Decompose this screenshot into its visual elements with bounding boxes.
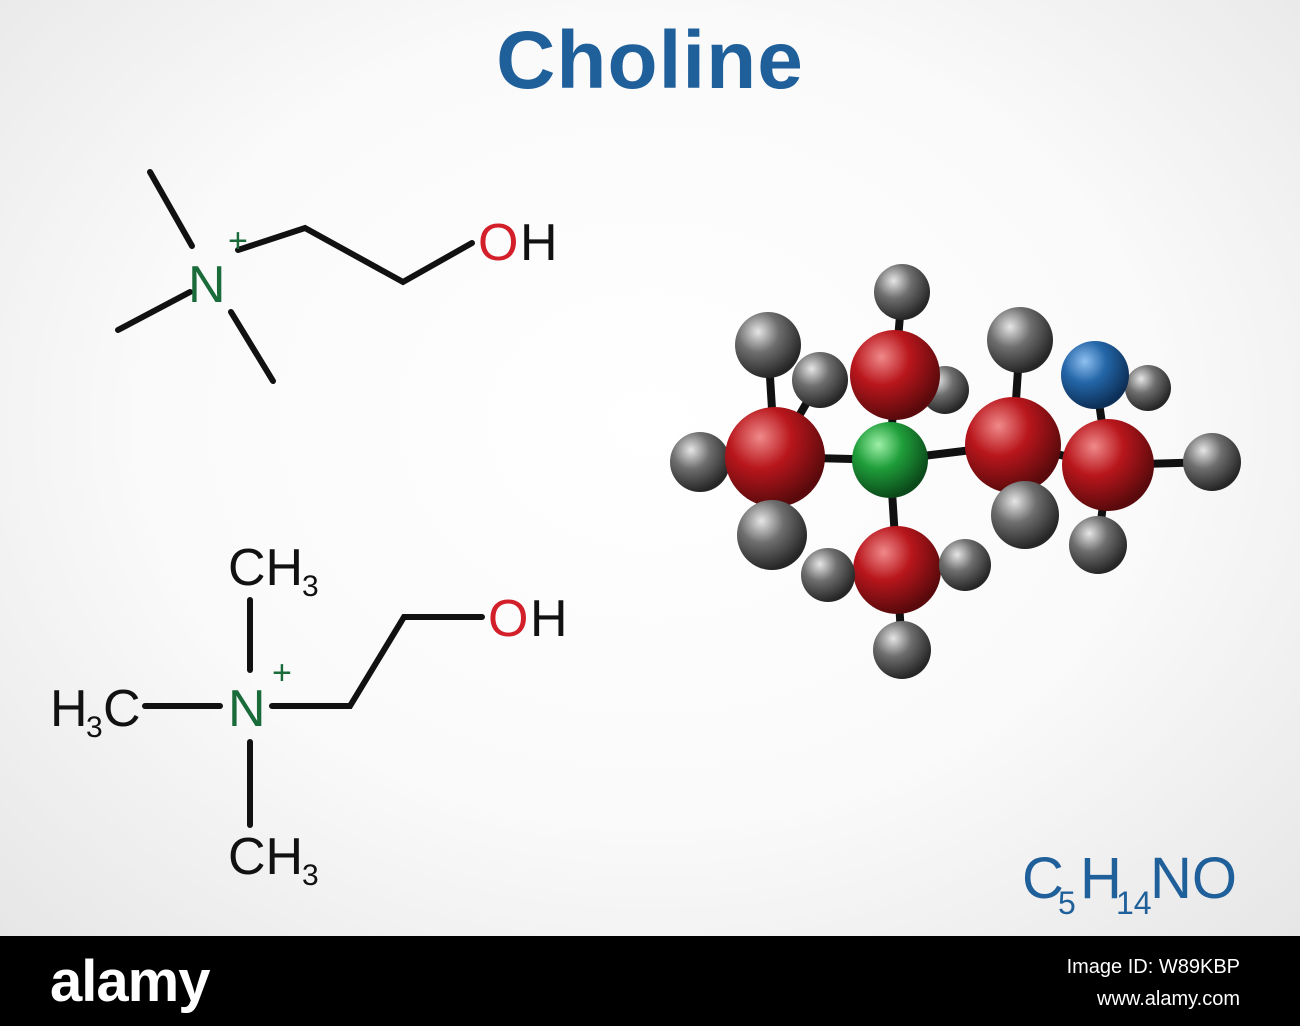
- hydrogen-atom: [1125, 365, 1171, 411]
- skeletal-nitrogen-label: N: [188, 256, 226, 314]
- oxygen-atom: [1061, 341, 1129, 409]
- methyl-bottom-subscript: 3: [302, 859, 319, 892]
- skeletal-formula: N + O H: [115, 169, 558, 384]
- hydrogen-atom: [670, 432, 730, 492]
- skeletal-oxygen-label: O: [478, 214, 518, 272]
- methyl-bottom-label: CH: [228, 828, 303, 886]
- structural-hydrogen-label: H: [530, 590, 568, 648]
- hydrogen-atom: [991, 481, 1059, 549]
- methyl-left-subscript: 3: [86, 711, 103, 744]
- alamy-logo: alamy: [50, 949, 210, 1014]
- hydrogen-atom: [873, 621, 931, 679]
- formula-nitrogen-oxygen: NO: [1150, 846, 1237, 911]
- formula-hydrogen-count: 14: [1116, 885, 1152, 921]
- carbon-atom: [1062, 419, 1154, 511]
- hydrogen-atom: [1183, 433, 1241, 491]
- methyl-left-c-label: C: [103, 680, 141, 738]
- hydrogen-atom: [735, 312, 801, 378]
- molecular-formula: C 5 H 14 NO: [1022, 846, 1237, 921]
- hydrogen-atom: [792, 352, 848, 408]
- bond-methyl-down: [228, 309, 276, 384]
- formula-carbon-count: 5: [1058, 885, 1076, 921]
- image-canvas: Choline: [0, 0, 1300, 936]
- nitrogen-atom: [852, 422, 928, 498]
- structural-charge-label: +: [272, 654, 292, 692]
- hydrogen-atom: [1069, 516, 1127, 574]
- methyl-left-h-label: H: [50, 680, 88, 738]
- formula-hydrogen: H: [1080, 846, 1122, 911]
- bond-methyl-left: [115, 289, 193, 333]
- carbon-atom: [725, 407, 825, 507]
- formula-carbon: C: [1022, 846, 1064, 911]
- page-title: Choline: [496, 15, 804, 106]
- bond-methyl-up: [147, 169, 195, 249]
- bond-ethyl-chain: [235, 224, 475, 286]
- methyl-top-label: CH: [228, 539, 303, 597]
- carbon-atom: [850, 330, 940, 420]
- carbon-atom: [965, 397, 1061, 493]
- image-id-label: Image ID: W89KBP: [1066, 956, 1240, 978]
- skeletal-charge-label: +: [228, 222, 248, 260]
- structural-nitrogen-label: N: [228, 680, 266, 738]
- bond-ethyl-chain: [269, 614, 485, 709]
- stock-footer: alamy Image ID: W89KBP www.alamy.com: [0, 936, 1300, 1026]
- skeletal-hydrogen-label: H: [520, 214, 558, 272]
- site-url-label: www.alamy.com: [1097, 988, 1240, 1010]
- hydrogen-atom: [939, 539, 991, 591]
- hydrogen-atom: [987, 307, 1053, 373]
- ball-and-stick-model: [670, 264, 1241, 679]
- hydrogen-atom: [874, 264, 930, 320]
- carbon-atom: [853, 526, 941, 614]
- structural-oxygen-label: O: [488, 590, 528, 648]
- hydrogen-atom: [737, 500, 807, 570]
- structural-formula: CH 3 H 3 C N + CH 3 O H: [50, 539, 568, 892]
- choline-diagram: N + O H CH 3 H 3 C N + CH 3: [50, 169, 1241, 921]
- skeletal-bonds: [115, 169, 475, 384]
- structural-bonds: [142, 597, 485, 828]
- hydrogen-atom: [801, 548, 855, 602]
- methyl-top-subscript: 3: [302, 570, 319, 603]
